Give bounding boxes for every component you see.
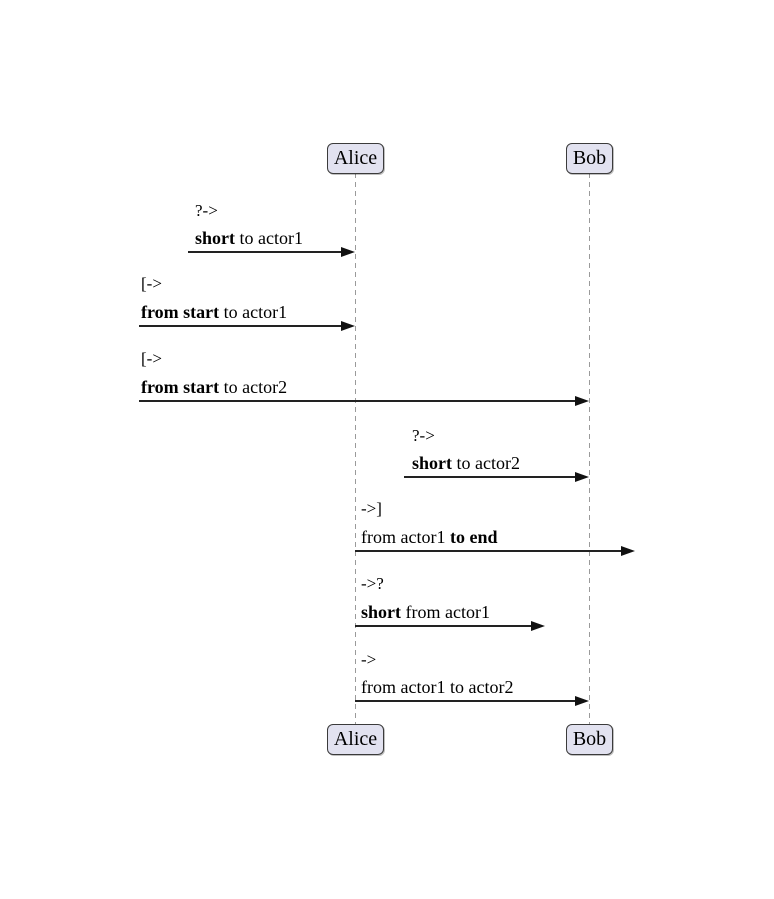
message-7-operator: -> [361,650,377,669]
message-5-label: from actor1 to end [361,527,498,547]
actor-box-bob-bottom: Bob [566,724,613,755]
message-1-arrow-line [188,251,348,253]
message-3-arrow-line [139,400,582,402]
message-4-label: short to actor2 [412,453,520,473]
message-7-arrow-line [355,700,582,702]
actor-box-alice-top: Alice [327,143,384,174]
arrowhead-icon [575,696,589,706]
message-2-operator: [-> [141,274,162,293]
arrowhead-icon [575,396,589,406]
message-1-label: short to actor1 [195,228,303,248]
message-5-operator: ->] [361,499,382,518]
message-4-arrow-line [404,476,582,478]
message-1-operator: ?-> [195,201,218,220]
actor-box-alice-bottom: Alice [327,724,384,755]
message-7-label: from actor1 to actor2 [361,677,514,697]
message-3-label: from start to actor2 [141,377,288,397]
actor-box-bob-top: Bob [566,143,613,174]
message-5-arrow-line [355,550,628,552]
message-2-label: from start to actor1 [141,302,288,322]
arrowhead-icon [531,621,545,631]
message-6-arrow-line [355,625,538,627]
message-3-operator: [-> [141,349,162,368]
arrowhead-icon [575,472,589,482]
arrowhead-icon [341,321,355,331]
arrowhead-icon [341,247,355,257]
message-4-operator: ?-> [412,426,435,445]
message-6-label: short from actor1 [361,602,490,622]
arrowhead-icon [621,546,635,556]
message-2-arrow-line [139,325,348,327]
lifeline-alice [355,173,356,724]
message-6-operator: ->? [361,574,384,593]
lifeline-bob [589,173,590,724]
